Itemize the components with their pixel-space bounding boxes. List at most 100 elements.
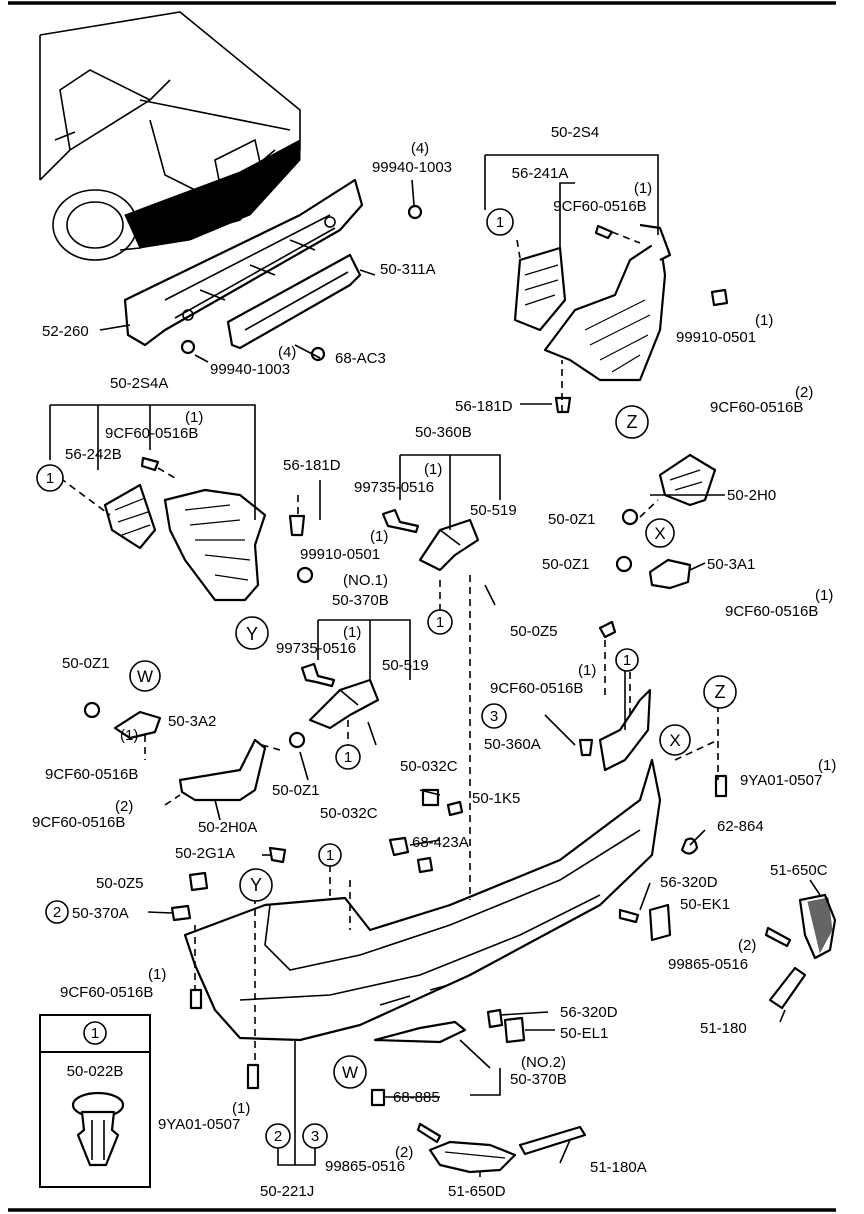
label-9cf60-0516b: 9CF60-0516B xyxy=(60,984,153,1001)
vehicle-sketch xyxy=(39,11,301,261)
label-qty: (2) xyxy=(738,937,756,954)
bracket-50-2h0[interactable] xyxy=(658,453,717,507)
screw-icon xyxy=(554,224,729,414)
bracket-50-360b[interactable] xyxy=(418,518,480,572)
label-56-320d: 56-320D xyxy=(560,1004,618,1021)
label-qty: (1) xyxy=(185,409,203,426)
clip-50-022b-icon xyxy=(71,1091,125,1167)
label-50-2h0: 50-2H0 xyxy=(727,487,776,504)
label-50-370b: 50-370B xyxy=(332,592,389,609)
callout-1: 1 xyxy=(436,614,444,631)
label-qty: (1) xyxy=(815,587,833,604)
label-50-032c: 50-032C xyxy=(320,805,378,822)
callout-w: W xyxy=(342,1063,358,1082)
callout-x: X xyxy=(669,731,680,750)
label-50-370a: 50-370A xyxy=(72,905,129,922)
label-50-032c: 50-032C xyxy=(400,758,458,775)
reflector-51-650d[interactable] xyxy=(428,1140,517,1174)
splash-shield-50-2s4[interactable] xyxy=(543,223,672,382)
label-56-241a: 56-241A xyxy=(512,165,569,182)
label-99910-0501: 99910-0501 xyxy=(300,546,380,563)
clip-50-0z1-icon xyxy=(83,508,639,749)
label-50-3a1: 50-3A1 xyxy=(707,556,755,573)
label-9cf60-0516b: 9CF60-0516B xyxy=(710,399,803,416)
label-99940-1003: 99940-1003 xyxy=(372,159,452,176)
label-qty: (1) xyxy=(755,312,773,329)
bracket-50-2h0a[interactable] xyxy=(178,738,267,802)
legend-box xyxy=(39,1014,151,1188)
bracket-56-242b[interactable] xyxy=(103,483,157,550)
label-51-650d: 51-650D xyxy=(448,1183,506,1200)
callout-z: Z xyxy=(715,682,726,702)
callout-1: 1 xyxy=(496,214,504,231)
label-qty: (4) xyxy=(411,140,429,157)
reflector-51-650c[interactable] xyxy=(798,893,837,960)
legend-part-number: 50-022B xyxy=(67,1063,124,1080)
callout-z: Z xyxy=(627,412,638,432)
trim-51-180[interactable] xyxy=(768,966,807,1010)
label-qty: (1) xyxy=(148,966,166,983)
label-51-650c: 51-650C xyxy=(770,862,828,879)
label-qty: (4) xyxy=(278,344,296,361)
label-no1: (NO.1) xyxy=(343,572,388,589)
callout-markers xyxy=(36,208,737,1149)
label-62-864: 62-864 xyxy=(717,818,764,835)
label-9ya01-0507: 9YA01-0507 xyxy=(158,1116,240,1133)
label-50-519: 50-519 xyxy=(382,657,429,674)
energy-absorber-50-311a[interactable] xyxy=(226,253,362,350)
label-50-519: 50-519 xyxy=(470,502,517,519)
fastener-icon xyxy=(170,620,792,1144)
callout-1: 1 xyxy=(623,652,631,669)
label-50-1k5: 50-1K5 xyxy=(472,790,520,807)
label-qty: (2) xyxy=(795,384,813,401)
screw-99735-0516-icon xyxy=(300,508,420,688)
assembly-dashed-lines xyxy=(144,575,719,1065)
label-qty: (2) xyxy=(395,1144,413,1161)
bracket-50-3a1[interactable] xyxy=(648,558,692,590)
label-9cf60-0516b: 9CF60-0516B xyxy=(105,425,198,442)
label-50-360a: 50-360A xyxy=(484,736,541,753)
label-99940-1003: 99940-1003 xyxy=(210,361,290,378)
label-9cf60-0516b: 9CF60-0516B xyxy=(553,198,646,215)
label-qty: (1) xyxy=(370,528,388,545)
callout-x: X xyxy=(654,524,665,543)
label-50-0z5: 50-0Z5 xyxy=(510,623,558,640)
label-9cf60-0516b: 9CF60-0516B xyxy=(725,603,818,620)
bracket-50-370b-no2[interactable] xyxy=(373,1020,467,1044)
label-68-885: 68-885 xyxy=(393,1089,440,1106)
callout-text: 1 Z 1 Y 1 X W 1 3 Z X 1 1 Y 2 W 2 3 1 50… xyxy=(46,214,726,1145)
trim-51-180a[interactable] xyxy=(518,1125,587,1156)
leader-lines xyxy=(49,154,821,1177)
bumper-reinforcement-52-260[interactable] xyxy=(123,178,364,347)
bracket-50-370b[interactable] xyxy=(308,678,380,730)
callout-y: Y xyxy=(250,875,262,895)
callout-1: 1 xyxy=(46,470,54,487)
label-50-311a: 50-311A xyxy=(380,261,436,278)
label-52-260: 52-260 xyxy=(42,323,89,340)
label-50-2s4a: 50-2S4A xyxy=(110,375,168,392)
label-50-360b: 50-360B xyxy=(415,424,472,441)
callout-1: 1 xyxy=(344,749,352,766)
label-qty: (1) xyxy=(634,180,652,197)
label-99865-0516: 99865-0516 xyxy=(325,1158,405,1175)
label-56-242b: 56-242B xyxy=(65,446,122,463)
label-50-0z1: 50-0Z1 xyxy=(542,556,590,573)
label-99910-0501: 99910-0501 xyxy=(676,329,756,346)
label-50-ek1: 50-EK1 xyxy=(680,896,730,913)
splash-shield-50-2s4a[interactable] xyxy=(163,488,267,602)
label-50-0z5: 50-0Z5 xyxy=(96,875,144,892)
label-68-423a: 68-423A xyxy=(412,834,469,851)
part-labels: 50-2S4 56-241A (4) 99940-1003 (1) 9CF60-… xyxy=(32,124,836,1200)
callout-w: W xyxy=(137,667,153,686)
label-qty: (1) xyxy=(343,624,361,641)
callout-2: 2 xyxy=(53,904,61,921)
label-50-0z1: 50-0Z1 xyxy=(548,511,596,528)
nut-icon xyxy=(180,204,423,362)
clip-icon xyxy=(140,456,314,584)
bracket-50-3a2[interactable] xyxy=(113,710,162,740)
label-qty: (1) xyxy=(232,1100,250,1117)
bracket-56-241a[interactable] xyxy=(513,246,567,332)
label-56-181d: 56-181D xyxy=(283,457,341,474)
label-9cf60-0516b: 9CF60-0516B xyxy=(32,814,125,831)
